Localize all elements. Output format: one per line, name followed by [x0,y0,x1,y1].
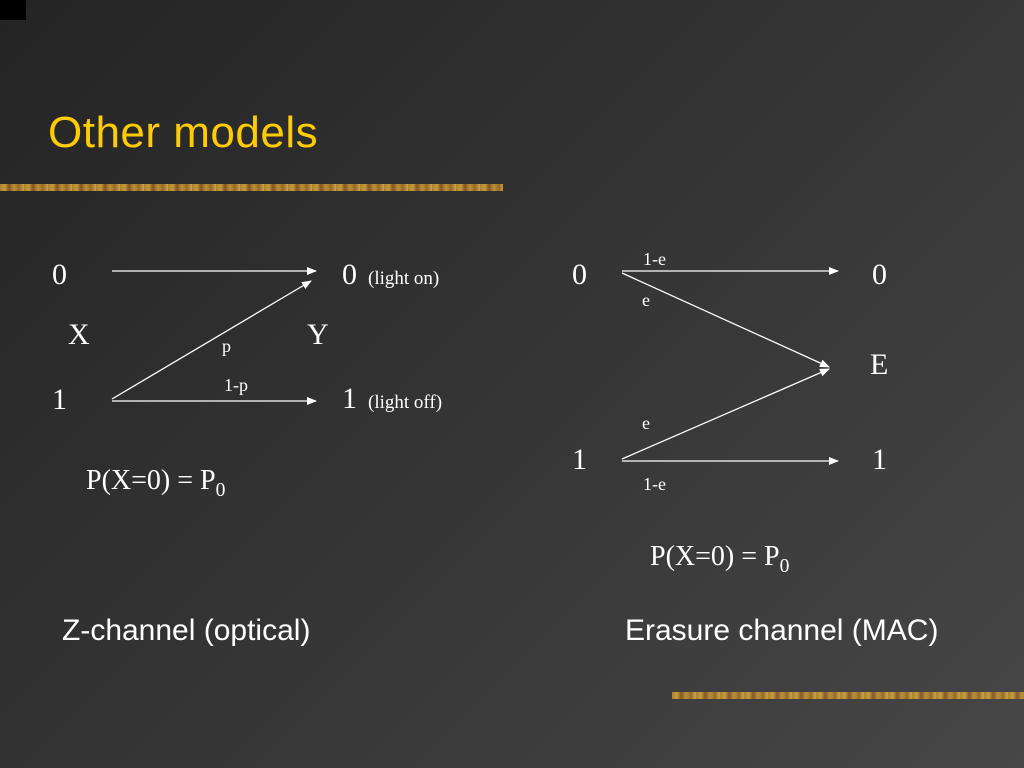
erasure-edge-label-bottom-1-e: 1-e [643,474,666,494]
z-edge-label-p: p [222,336,231,356]
z-prob-formula: P(X=0) = P0 [86,465,226,501]
z-input-label: X [68,318,90,351]
slide-title: Other models [48,108,319,157]
erasure-edge-1-to-e [621,368,830,460]
erasure-input-0: 0 [572,258,587,291]
z-input-0: 0 [52,258,67,291]
erasure-output-0: 0 [872,258,887,291]
footer-divider [672,692,1024,699]
erasure-output-e: E [870,348,889,381]
z-output-label: Y [307,318,329,351]
z-output-0: 0 [342,258,357,291]
corner-mark [0,0,26,20]
erasure-edge-label-top-e: e [642,290,650,310]
z-edge-1-to-0 [111,280,312,400]
erasure-edge-label-top-1-e: 1-e [643,249,666,269]
z-output-0-note: (light on) [368,268,440,289]
z-output-1-note: (light off) [368,392,443,413]
z-output-1: 1 [342,382,357,415]
erasure-output-1: 1 [872,443,887,476]
erasure-edge-0-to-e [621,272,830,368]
z-edge-label-1-p: 1-p [224,375,248,395]
erasure-input-1: 1 [572,443,587,476]
title-divider [0,184,503,191]
erasure-channel-caption: Erasure channel (MAC) [625,614,939,647]
erasure-prob-formula: P(X=0) = P0 [650,541,790,577]
z-input-1: 1 [52,383,67,416]
z-channel-caption: Z-channel (optical) [62,614,311,647]
erasure-edge-label-bottom-e: e [642,413,650,433]
